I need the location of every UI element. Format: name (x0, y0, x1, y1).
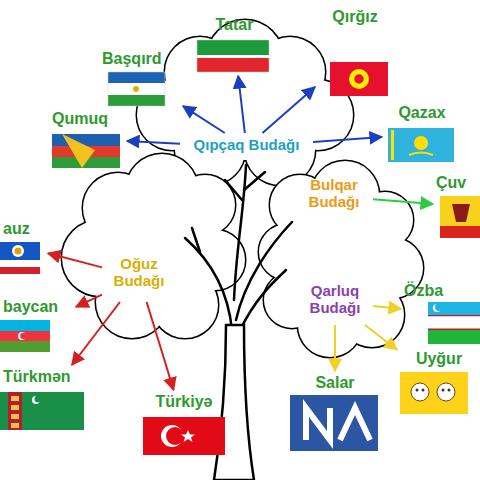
branch-label: Qarluq Budağı (300, 282, 370, 322)
node-text: Tatar (197, 16, 272, 34)
node-text: Oğuz Budağı (105, 255, 173, 290)
flag-kazakh (388, 128, 454, 162)
language-label: Uyğur (400, 350, 478, 414)
flag-tatar (197, 40, 269, 72)
language-label: Başqırd (102, 50, 180, 108)
branch-arrow (373, 306, 401, 309)
tree-branches (185, 165, 292, 330)
branch-label: Oğuz Budağı (105, 255, 173, 299)
node-text: Türkmən (3, 368, 89, 386)
branch-arrow (147, 302, 174, 390)
flag-bashkir (108, 72, 165, 106)
branch-arrow (334, 325, 336, 371)
flag-uzbek (428, 302, 480, 344)
node-text: Qumuq (52, 110, 124, 128)
flag-chuvash (440, 196, 480, 238)
branch-label: Qıpçaq Budağı (183, 136, 310, 158)
language-label: Qırğız (318, 8, 392, 96)
language-label: Salar (290, 374, 380, 452)
node-text: Qırğız (318, 8, 392, 26)
node-text: Bulqar Budağı (298, 176, 370, 211)
flag-gagauz (0, 242, 40, 274)
language-label: Çuv (436, 174, 478, 238)
flag-turkey (143, 417, 225, 455)
node-text: auz (3, 220, 45, 238)
node-text: Qazax (385, 104, 459, 122)
flag-turkmen (0, 392, 84, 430)
language-label: Qumuq (52, 110, 124, 168)
crown-right (259, 161, 423, 357)
branch-label: Bulqar Budağı (298, 176, 370, 216)
branch-arrow (365, 325, 397, 350)
flag-kyrgyz (330, 62, 388, 96)
flag-uyghur (400, 372, 468, 414)
branch-arrow (48, 253, 102, 267)
language-label: Tatar (197, 16, 272, 73)
node-text: Başqırd (102, 50, 180, 68)
language-label: Türkiyə (140, 393, 228, 455)
language-label: Özba (404, 282, 478, 344)
node-text: Özba (404, 282, 478, 300)
branch-arrow (72, 302, 120, 365)
branch-arrow (127, 141, 180, 144)
language-label: auz (3, 220, 45, 274)
branch-arrow (76, 295, 102, 307)
language-label: Türkmən (3, 368, 89, 430)
node-text: Türkiyə (140, 393, 228, 411)
branch-arrow (313, 137, 382, 142)
node-text: Qıpçaq Budağı (183, 136, 310, 153)
language-label: Qazax (385, 104, 459, 164)
language-label: baycan (3, 298, 73, 352)
branch-arrow (373, 199, 433, 204)
node-text: baycan (3, 298, 73, 316)
node-text: Uyğur (400, 350, 478, 368)
flag-azerbaijan (0, 320, 50, 352)
crown-left (62, 154, 245, 338)
node-text: Çuv (436, 174, 478, 192)
flag-kumyk (52, 134, 120, 168)
flag-salar (290, 395, 378, 451)
node-text: Salar (290, 374, 380, 392)
branch-arrow (238, 76, 245, 133)
tree-trunk (214, 325, 254, 480)
node-text: Qarluq Budağı (300, 282, 370, 317)
branch-arrow (262, 87, 315, 133)
branch-arrow (183, 106, 225, 133)
